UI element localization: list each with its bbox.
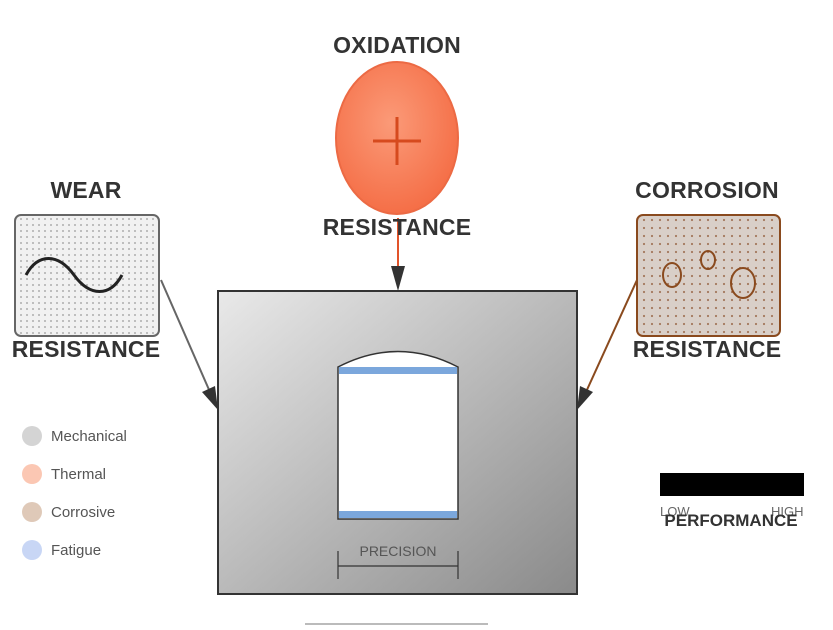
performance-title: PERFORMANCE [664, 511, 798, 530]
legend-item-corrosive: Corrosive [22, 493, 172, 531]
oxidation-arrowhead [391, 266, 405, 291]
fatigue-band-bottom [339, 511, 457, 518]
performance-scale-bar [660, 473, 804, 496]
legend-swatch-corrosive [22, 502, 42, 522]
oxidation-node [335, 61, 459, 215]
wear-arrowhead [202, 386, 218, 410]
wear-node [14, 214, 160, 337]
legend-swatch-mechanical [22, 426, 42, 446]
legend-label-thermal: Thermal [51, 465, 107, 483]
corrosion-title: CORROSION [635, 177, 779, 203]
legend-label-fatigue: Fatigue [51, 541, 102, 559]
precision-dimension: PRECISION [337, 543, 459, 579]
wear-subtitle: RESISTANCE [11, 336, 161, 362]
legend-swatch-thermal [22, 464, 42, 484]
wear-connector [160, 279, 211, 393]
corrosion-arrowhead [577, 386, 593, 410]
performance-low-label: LOW [660, 504, 690, 519]
oxidation-title: OXIDATION [333, 32, 461, 58]
wear-title: WEAR [50, 177, 122, 203]
legend-label-corrosive: Corrosive [51, 503, 116, 521]
legend-swatch-fatigue [22, 540, 42, 560]
specimen [337, 350, 459, 520]
legend-label-mechanical: Mechanical [51, 427, 127, 445]
legend-item-fatigue: Fatigue [22, 531, 172, 569]
fatigue-band-top [339, 367, 457, 374]
corrosion-node [636, 214, 781, 337]
plus-icon [373, 117, 421, 165]
legend-item-thermal: Thermal [22, 455, 172, 493]
oxidation-subtitle: RESISTANCE [322, 214, 472, 240]
corrosion-subtitle: RESISTANCE [632, 336, 782, 362]
sine-wave-icon [24, 257, 124, 293]
performance-high-label: HIGH [771, 504, 804, 519]
legend-item-mechanical: Mechanical [22, 417, 172, 455]
corrosion-connector [585, 279, 638, 393]
pits-icon [662, 250, 756, 299]
precision-label: PRECISION [359, 543, 436, 559]
legend: Mechanical Thermal Corrosive Fatigue [22, 417, 172, 569]
